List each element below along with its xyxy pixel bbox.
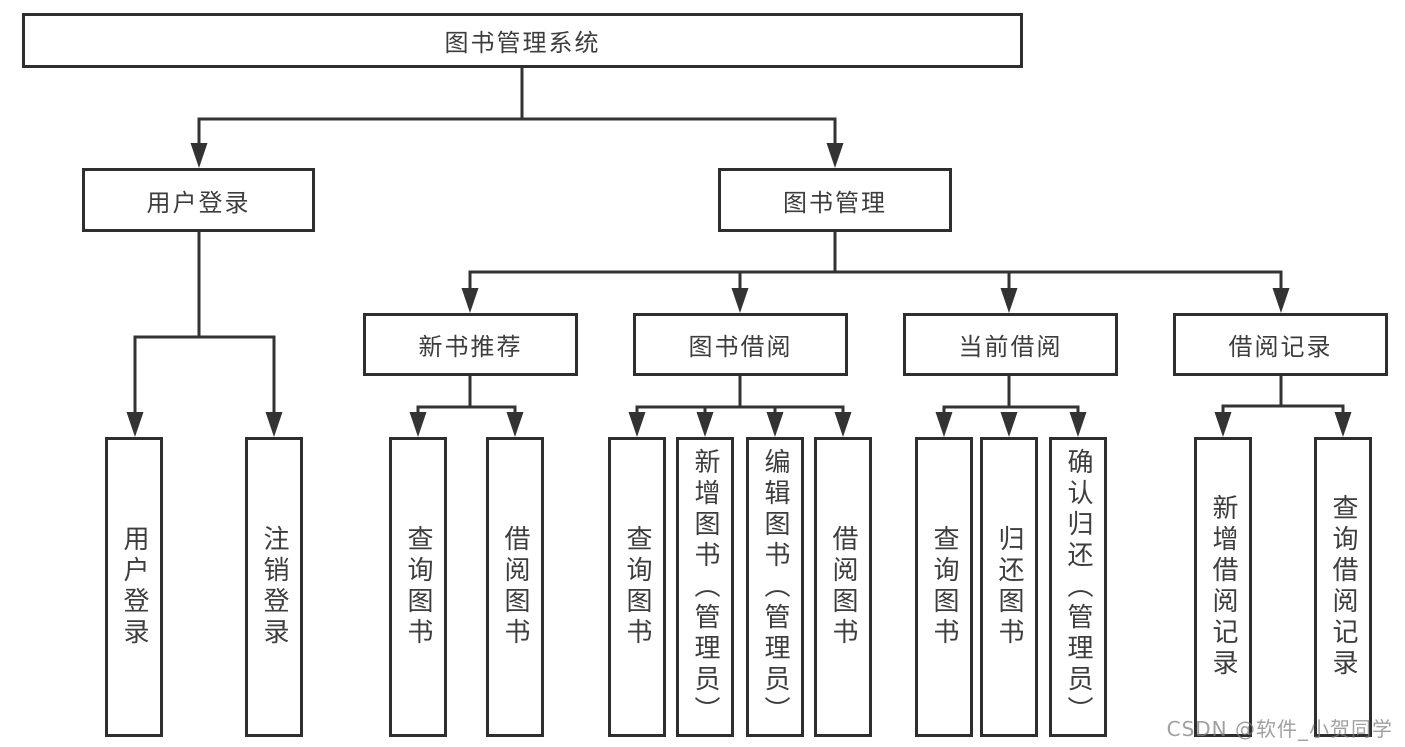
leaf-query-books-recommend-label: 查询图书 <box>403 525 433 649</box>
leaf-add-book-admin: 新增图书（管理员） <box>676 437 734 737</box>
node-current-borrow: 当前借阅 <box>903 313 1118 376</box>
csdn-watermark: CSDN @软件_小贺同学 <box>1166 717 1393 741</box>
node-book-management-label: 图书管理 <box>783 188 887 217</box>
leaf-query-books-recommend: 查询图书 <box>389 437 447 737</box>
leaf-borrow-books-borrow-label: 借阅图书 <box>828 525 858 649</box>
connector-mgmt-to-level3 <box>468 232 1283 290</box>
leaf-user-login: 用户登录 <box>105 437 163 737</box>
leaf-edit-book-admin: 编辑图书（管理员） <box>746 437 804 737</box>
node-root: 图书管理系统 <box>22 13 1023 68</box>
leaf-edit-book-admin-label: 编辑图书（管理员） <box>760 447 790 727</box>
leaf-query-borrow-record: 查询借阅记录 <box>1314 437 1372 737</box>
node-new-book-recommend-label: 新书推荐 <box>418 333 523 361</box>
node-book-management: 图书管理 <box>718 168 952 232</box>
connector-borrow-branch <box>635 376 845 414</box>
node-user-login: 用户登录 <box>82 168 315 232</box>
leaf-query-books-current-label: 查询图书 <box>929 525 959 649</box>
node-new-book-recommend: 新书推荐 <box>363 313 578 376</box>
connector-records-branch <box>1221 376 1345 414</box>
leaf-user-login-label: 用户登录 <box>119 525 149 649</box>
node-current-borrow-label: 当前借阅 <box>958 333 1063 361</box>
node-borrow-records-label: 借阅记录 <box>1228 333 1333 361</box>
node-user-login-label: 用户登录 <box>146 188 251 217</box>
leaf-query-books-borrow: 查询图书 <box>608 437 666 737</box>
connector-current-branch <box>942 376 1080 414</box>
node-borrow-records: 借阅记录 <box>1173 313 1388 376</box>
node-book-borrow-label: 图书借阅 <box>688 333 793 361</box>
leaf-logout-label: 注销登录 <box>259 525 289 649</box>
leaf-borrow-books-recommend: 借阅图书 <box>486 437 544 737</box>
leaf-return-book: 归还图书 <box>980 437 1038 737</box>
leaf-query-books-current: 查询图书 <box>915 437 973 737</box>
connector-login-branch <box>133 232 276 414</box>
leaf-confirm-return-admin: 确认归还（管理员） <box>1049 437 1107 737</box>
leaf-add-book-admin-label: 新增图书（管理员） <box>690 447 720 727</box>
leaf-add-borrow-record: 新增借阅记录 <box>1194 437 1252 737</box>
leaf-borrow-books-borrow: 借阅图书 <box>814 437 872 737</box>
leaf-borrow-books-recommend-label: 借阅图书 <box>500 525 530 649</box>
leaf-query-borrow-record-label: 查询借阅记录 <box>1328 494 1358 680</box>
node-root-label: 图书管理系统 <box>444 29 601 57</box>
leaf-query-books-borrow-label: 查询图书 <box>622 525 652 649</box>
node-book-borrow: 图书借阅 <box>633 313 848 376</box>
connector-arrowheads <box>126 143 1352 437</box>
connector-root-to-level2 <box>197 68 837 146</box>
connector-recommend-branch <box>416 376 517 414</box>
leaf-logout: 注销登录 <box>245 437 303 737</box>
leaf-confirm-return-admin-label: 确认归还（管理员） <box>1063 447 1093 727</box>
leaf-add-borrow-record-label: 新增借阅记录 <box>1208 494 1238 680</box>
leaf-return-book-label: 归还图书 <box>994 525 1024 649</box>
